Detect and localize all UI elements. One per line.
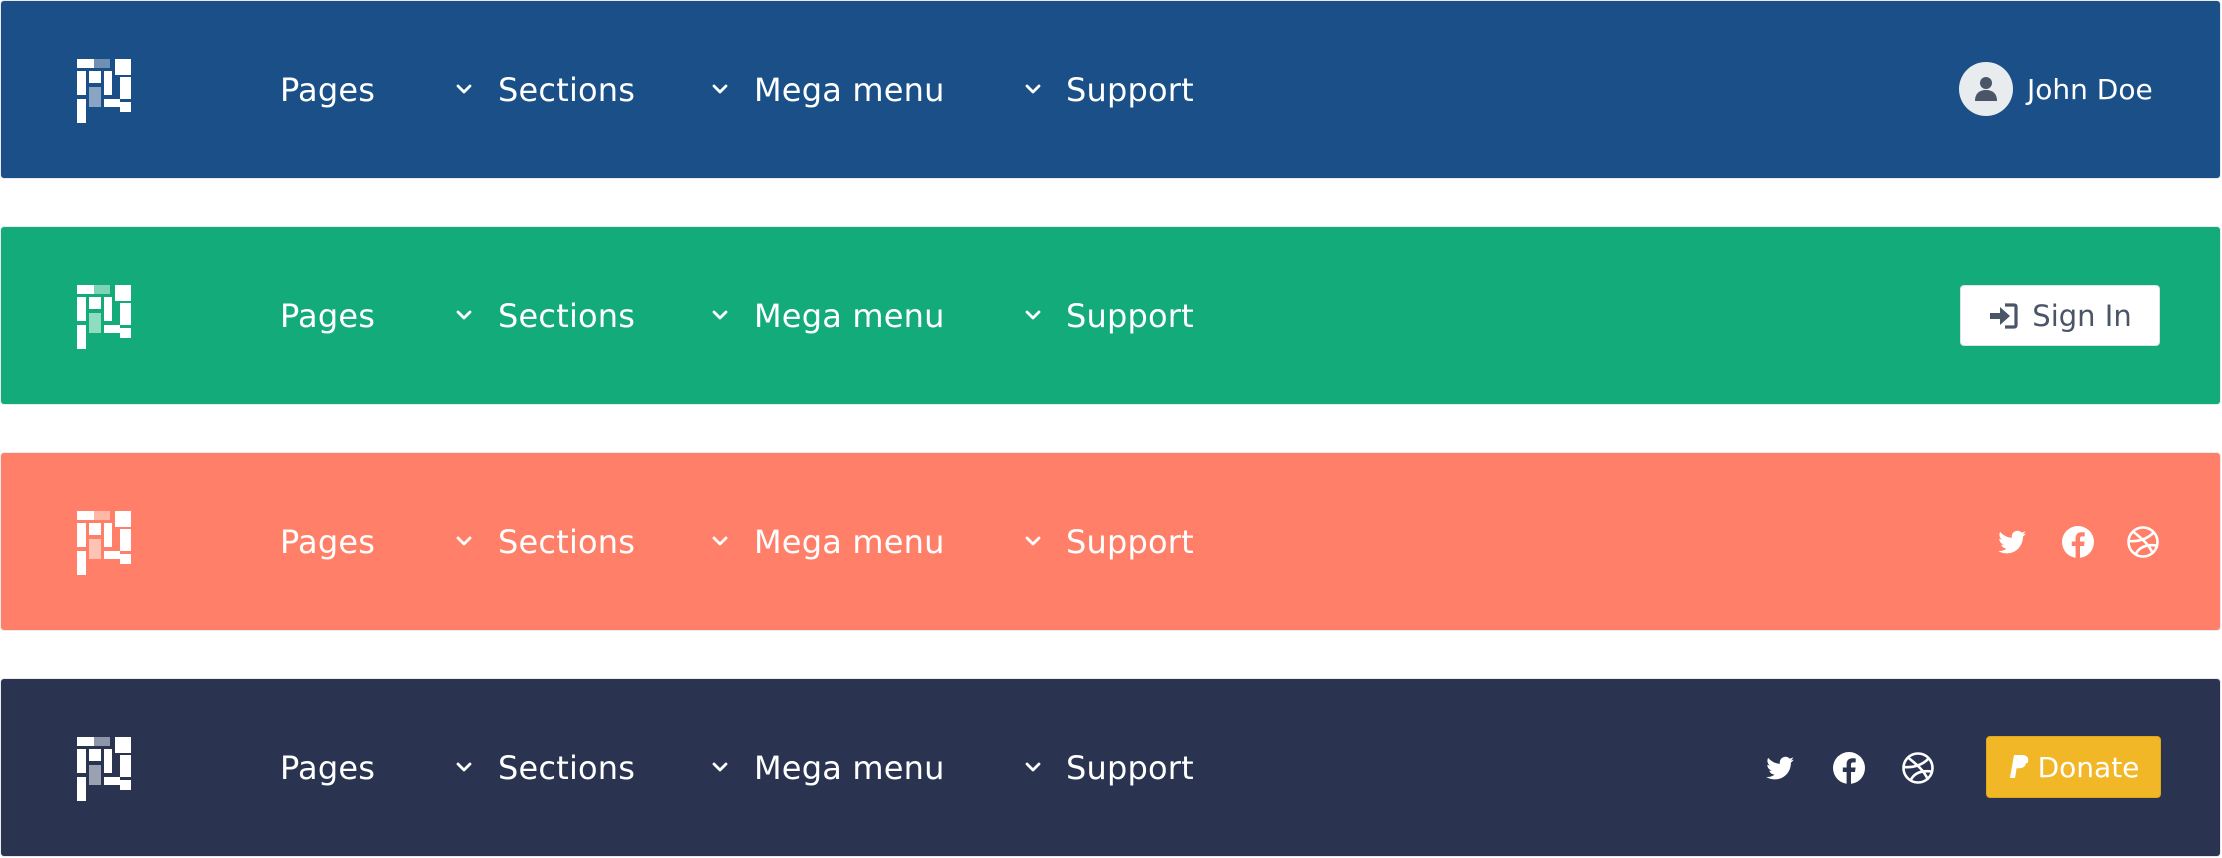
chevron-down-icon[interactable] bbox=[712, 309, 728, 321]
user-menu[interactable]: John Doe bbox=[1959, 62, 2153, 116]
nav-link-sections[interactable]: Sections bbox=[498, 70, 636, 109]
nav-link-support[interactable]: Support bbox=[1066, 296, 1194, 335]
paypal-icon bbox=[2008, 754, 2030, 780]
chevron-down-icon[interactable] bbox=[712, 761, 728, 773]
brand-logo[interactable] bbox=[75, 509, 133, 577]
nav-link-pages[interactable]: Pages bbox=[280, 522, 376, 561]
user-icon bbox=[1975, 77, 1997, 101]
chevron-down-icon[interactable] bbox=[456, 309, 472, 321]
dribbble-icon[interactable] bbox=[2126, 525, 2160, 559]
nav-link-support[interactable]: Support bbox=[1066, 748, 1194, 787]
user-avatar bbox=[1959, 62, 2013, 116]
sign-in-button[interactable]: Sign In bbox=[1960, 285, 2160, 346]
chevron-down-icon[interactable] bbox=[712, 83, 728, 95]
navbar-success: Pages Sections Mega menu Support Sign In bbox=[1, 227, 2220, 404]
chevron-down-icon[interactable] bbox=[456, 535, 472, 547]
chevron-down-icon[interactable] bbox=[1025, 83, 1041, 95]
sign-in-icon bbox=[1988, 302, 2018, 329]
donate-button[interactable]: Donate bbox=[1986, 736, 2161, 798]
nav-link-sections[interactable]: Sections bbox=[498, 296, 636, 335]
nav-link-pages[interactable]: Pages bbox=[280, 70, 376, 109]
facebook-icon[interactable] bbox=[2061, 525, 2095, 559]
chevron-down-icon[interactable] bbox=[712, 535, 728, 547]
sign-in-label: Sign In bbox=[2032, 298, 2132, 333]
brand-logo[interactable] bbox=[75, 283, 133, 351]
nav-link-support[interactable]: Support bbox=[1066, 522, 1194, 561]
chevron-down-icon[interactable] bbox=[456, 83, 472, 95]
nav-link-support[interactable]: Support bbox=[1066, 70, 1194, 109]
brand-logo[interactable] bbox=[75, 735, 133, 803]
user-name: John Doe bbox=[2027, 72, 2153, 106]
nav-link-mega-menu[interactable]: Mega menu bbox=[754, 748, 945, 787]
brand-logo[interactable] bbox=[75, 57, 133, 125]
chevron-down-icon[interactable] bbox=[1025, 309, 1041, 321]
nav-link-sections[interactable]: Sections bbox=[498, 748, 636, 787]
nav-link-mega-menu[interactable]: Mega menu bbox=[754, 522, 945, 561]
navbar-primary: Pages Sections Mega menu Support John Do… bbox=[1, 1, 2220, 178]
chevron-down-icon[interactable] bbox=[1025, 535, 1041, 547]
nav-link-mega-menu[interactable]: Mega menu bbox=[754, 296, 945, 335]
navbar-dark: Pages Sections Mega menu Support Dona bbox=[1, 679, 2220, 856]
twitter-icon[interactable] bbox=[1763, 751, 1797, 785]
nav-link-pages[interactable]: Pages bbox=[280, 748, 376, 787]
chevron-down-icon[interactable] bbox=[456, 761, 472, 773]
twitter-icon[interactable] bbox=[1995, 525, 2029, 559]
nav-link-pages[interactable]: Pages bbox=[280, 296, 376, 335]
dribbble-icon[interactable] bbox=[1901, 751, 1935, 785]
facebook-icon[interactable] bbox=[1832, 751, 1866, 785]
donate-label: Donate bbox=[2037, 750, 2140, 784]
nav-link-mega-menu[interactable]: Mega menu bbox=[754, 70, 945, 109]
navbar-secondary: Pages Sections Mega menu Support bbox=[1, 453, 2220, 630]
nav-link-sections[interactable]: Sections bbox=[498, 522, 636, 561]
chevron-down-icon[interactable] bbox=[1025, 761, 1041, 773]
